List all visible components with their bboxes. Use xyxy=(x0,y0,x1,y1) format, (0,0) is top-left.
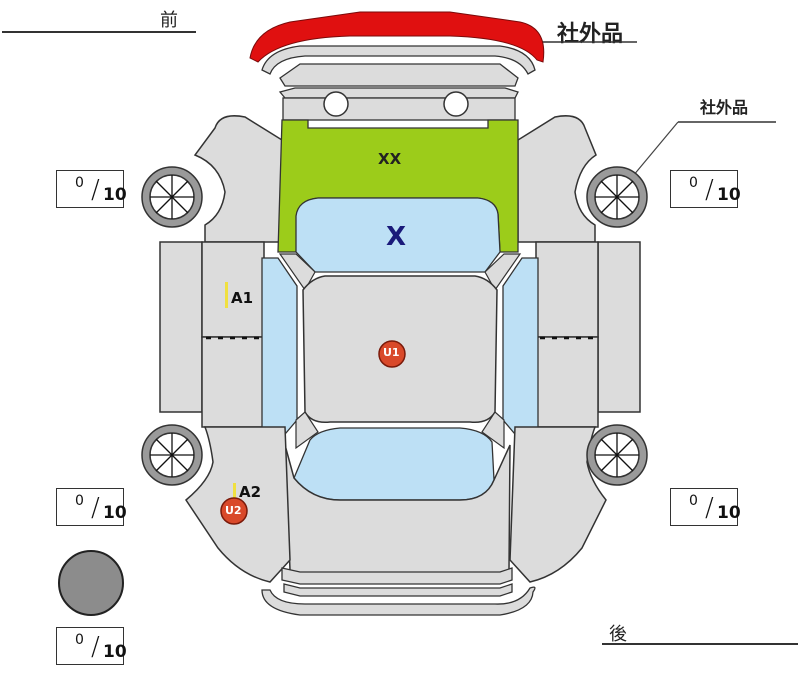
front-bumper-panel xyxy=(249,11,545,63)
left-side-glass xyxy=(261,257,298,441)
tire-score-value: 0 xyxy=(689,493,698,509)
tire-score-value: 0 xyxy=(689,175,698,191)
left-rear-door xyxy=(201,336,265,428)
right-rocker xyxy=(597,241,641,413)
roof-damage-mark: U1 xyxy=(383,346,400,359)
rear-window xyxy=(293,427,495,501)
rear-bumper-panel xyxy=(261,586,536,616)
aftermarket-wheel-label: 社外品 xyxy=(700,98,749,117)
rear-underline xyxy=(602,643,798,645)
wheel-front-right xyxy=(586,166,648,228)
front-underline xyxy=(2,31,196,33)
tire-score-front-left: 0 / 10 xyxy=(56,170,127,208)
slash: / xyxy=(91,493,100,523)
wheel-rear-right xyxy=(586,424,648,486)
tire-score-max: 10 xyxy=(103,185,127,205)
tire-score-rear-right: 0 / 10 xyxy=(670,488,741,526)
tire-score-value: 0 xyxy=(75,493,84,509)
right-side-glass xyxy=(502,257,539,441)
left-front-fender xyxy=(193,115,283,243)
slash: / xyxy=(91,175,100,205)
tire-score-rear-left: 0 / 10 xyxy=(56,488,127,526)
tire-score-spare: 0 / 10 xyxy=(56,627,127,665)
right-front-fender xyxy=(517,115,597,243)
left-quarter-a-mark: A2 xyxy=(239,483,262,501)
aftermarket-front-bumper-label: 社外品 xyxy=(557,22,624,47)
tire-score-value: 0 xyxy=(75,175,84,191)
right-rear-door xyxy=(535,336,599,428)
left-rocker xyxy=(159,241,203,413)
windshield-damage-mark: X xyxy=(386,222,407,252)
tire-score-value: 0 xyxy=(75,632,84,648)
left-quarter-u-mark: U2 xyxy=(225,504,242,517)
front-label: 前 xyxy=(160,10,178,31)
wheel-rear-left xyxy=(141,424,203,486)
tire-score-front-right: 0 / 10 xyxy=(670,170,741,208)
tire-score-max: 10 xyxy=(717,503,741,523)
tire-score-max: 10 xyxy=(717,185,741,205)
tire-score-max: 10 xyxy=(103,642,127,662)
tire-score-max: 10 xyxy=(103,503,127,523)
slash: / xyxy=(705,493,714,523)
slash: / xyxy=(705,175,714,205)
wheel-front-left xyxy=(141,166,203,228)
trunk-panel xyxy=(284,444,511,576)
left-fender-damage-mark: A1 xyxy=(231,289,254,307)
spare-tire-icon xyxy=(58,550,124,616)
hood-damage-mark: XX xyxy=(378,150,402,168)
slash: / xyxy=(91,632,100,662)
rear-label: 後 xyxy=(609,624,627,645)
windshield xyxy=(295,197,501,273)
right-front-door xyxy=(535,241,599,338)
